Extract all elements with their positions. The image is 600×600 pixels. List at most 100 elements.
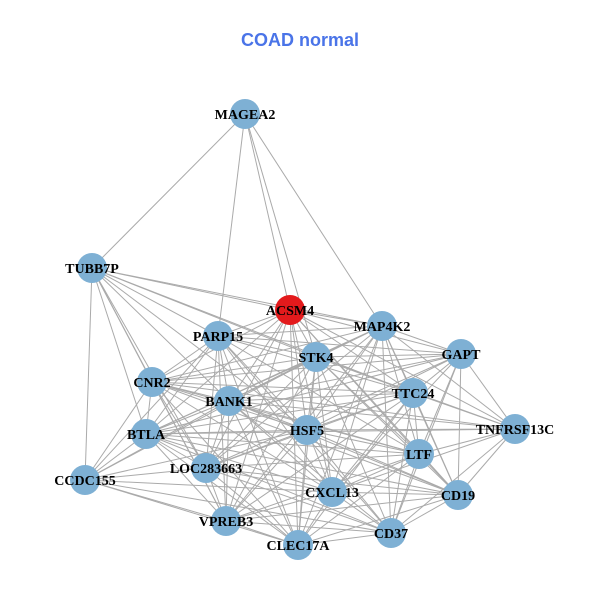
node-circle	[301, 342, 331, 372]
edge-TTC24-CD37	[390, 392, 414, 534]
node-label: CCDC155	[54, 474, 115, 489]
edge-PARP15-CCDC155	[84, 335, 219, 481]
node-map4k2: MAP4K2	[354, 311, 411, 341]
node-label: BTLA	[127, 428, 166, 443]
edge-STK4-VPREB3	[225, 356, 317, 522]
edge-STK4-CD19	[315, 356, 459, 496]
node-label: CXCL13	[305, 486, 359, 501]
node-circle	[275, 295, 305, 325]
node-ccdc155: CCDC155	[54, 465, 116, 495]
node-loc283663: LOC283663	[170, 453, 242, 483]
edge-HSF5-CLEC17A	[297, 429, 308, 546]
edge-PARP15-CLEC17A	[217, 335, 299, 546]
edge-BTLA-TNFRSF13C	[145, 428, 516, 435]
edge-CXCL13-CD19	[331, 491, 459, 496]
node-circle	[283, 530, 313, 560]
node-circle	[376, 518, 406, 548]
edge-LTF-LOC283663	[205, 453, 420, 469]
edge-BANK1-CXCL13	[228, 400, 333, 493]
edge-BANK1-TTC24	[228, 392, 414, 402]
edge-MAGEA2-TUBB7P	[91, 113, 246, 269]
edge-PARP15-STK4	[217, 335, 317, 358]
node-ttc24: TTC24	[392, 378, 434, 408]
node-label: BANK1	[205, 395, 252, 410]
node-cxcl13: CXCL13	[305, 477, 359, 507]
figure-title: COAD normal	[240, 30, 359, 50]
node-label: ACSM4	[266, 304, 314, 319]
node-circle	[292, 415, 322, 445]
edge-TTC24-BTLA	[145, 392, 414, 435]
edge-TTC24-CXCL13	[331, 392, 414, 493]
node-circle	[131, 419, 161, 449]
node-label: MAGEA2	[215, 108, 276, 123]
edge-TUBB7P-PARP15	[91, 267, 219, 337]
edge-HSF5-LOC283663	[205, 429, 308, 469]
node-circle	[191, 453, 221, 483]
node-label: PARP15	[193, 330, 243, 345]
node-circle	[203, 321, 233, 351]
edge-CD19-CLEC17A	[297, 494, 459, 546]
node-vpreb3: VPREB3	[199, 506, 253, 536]
edge-HSF5-LTF	[306, 429, 420, 455]
edge-LOC283663-CD37	[205, 467, 392, 534]
node-btla: BTLA	[127, 419, 166, 449]
edge-STK4-CNR2	[151, 356, 317, 383]
edge-HSF5-CD37	[306, 429, 392, 534]
edge-CCDC155-CXCL13	[84, 479, 333, 493]
edge-ACSM4-LOC283663	[205, 309, 291, 469]
edge-BTLA-CLEC17A	[145, 433, 299, 546]
edge-GAPT-BTLA	[145, 353, 462, 435]
edge-LOC283663-CLEC17A	[205, 467, 299, 546]
edge-LTF-CLEC17A	[297, 453, 420, 546]
node-circle	[211, 506, 241, 536]
edge-GAPT-TNFRSF13C	[460, 353, 516, 430]
edge-BANK1-CLEC17A	[228, 400, 299, 546]
edge-TTC24-TNFRSF13C	[412, 392, 516, 430]
edge-BTLA-CD37	[145, 433, 392, 534]
edge-MAGEA2-PARP15	[217, 113, 246, 337]
node-circle	[500, 414, 530, 444]
edge-CD19-VPREB3	[225, 494, 459, 522]
edge-VPREB3-CD37	[225, 520, 392, 534]
edge-CNR2-LOC283663	[151, 381, 207, 469]
edge-TUBB7P-BANK1	[91, 267, 230, 402]
edge-TTC24-CD19	[412, 392, 459, 496]
edge-GAPT-STK4	[315, 353, 462, 358]
node-circle	[446, 339, 476, 369]
node-circle	[137, 367, 167, 397]
node-label: GAPT	[442, 348, 482, 363]
edge-BTLA-CXCL13	[145, 433, 333, 493]
node-circle	[443, 480, 473, 510]
edge-TTC24-VPREB3	[225, 392, 414, 522]
node-label: STK4	[298, 351, 333, 366]
node-label: CLEC17A	[266, 539, 330, 554]
edge-HSF5-CD19	[306, 429, 459, 496]
edge-BTLA-VPREB3	[145, 433, 227, 522]
edge-BTLA-LTF	[145, 433, 420, 455]
edge-MAGEA2-ACSM4	[244, 113, 291, 311]
node-circle	[230, 99, 260, 129]
edge-GAPT-CD19	[457, 353, 462, 496]
edge-PARP15-MAP4K2	[217, 325, 383, 337]
edge-CCDC155-LOC283663	[84, 467, 207, 481]
edge-CCDC155-CD37	[84, 479, 392, 534]
node-label: CNR2	[133, 376, 170, 391]
node-label: LOC283663	[170, 462, 242, 477]
edge-LTF-CXCL13	[331, 453, 420, 493]
node-cd37: CD37	[374, 518, 408, 548]
edge-HSF5-VPREB3	[225, 429, 308, 522]
edge-GAPT-BANK1	[228, 353, 462, 402]
edge-MAP4K2-TNFRSF13C	[381, 325, 516, 430]
edge-CNR2-CLEC17A	[151, 381, 299, 546]
edge-CXCL13-VPREB3	[225, 491, 333, 522]
node-label: HSF5	[290, 424, 324, 439]
node-label: MAP4K2	[354, 320, 411, 335]
edge-LOC283663-CXCL13	[205, 467, 333, 493]
edge-PARP15-HSF5	[217, 335, 308, 431]
node-circle	[398, 378, 428, 408]
edge-ACSM4-MAP4K2	[289, 309, 383, 327]
edge-CNR2-TTC24	[151, 381, 414, 394]
node-ltf: LTF	[404, 439, 434, 469]
